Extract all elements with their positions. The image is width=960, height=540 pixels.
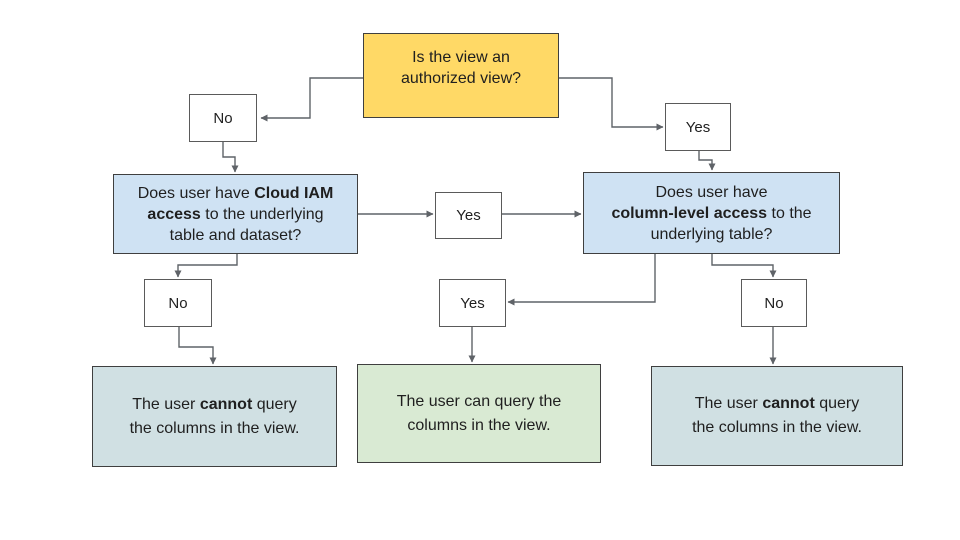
branch-node-yes-top-label: Yes [685,118,711,136]
branch-node-no-left: No [144,279,212,327]
connector-authorized-to-yes [558,77,664,131]
connector-column-level-to-yes-bottom [507,254,656,306]
connector-authorized-to-no [260,77,363,122]
connector-column-level-to-no-right [711,254,777,278]
branch-node-yes-bottom: Yes [439,279,506,327]
branch-node-no-top-label: No [213,109,233,127]
branch-node-no-right: No [741,279,807,327]
branch-node-yes-mid: Yes [435,192,502,239]
connector-no-top-to-cloud-iam [222,142,239,173]
branch-node-no-right-label: No [764,294,784,312]
branch-node-no-left-label: No [168,294,188,312]
connector-cloud-iam-to-no-left [174,254,238,278]
connector-yes-top-to-column-level [698,151,716,171]
branch-node-yes-top: Yes [665,103,731,151]
branch-node-no-top: No [189,94,257,142]
connector-no-left-to-result-left [178,327,217,365]
branch-node-yes-mid-label: Yes [456,207,481,224]
branch-node-yes-bottom-label: Yes [460,294,485,312]
